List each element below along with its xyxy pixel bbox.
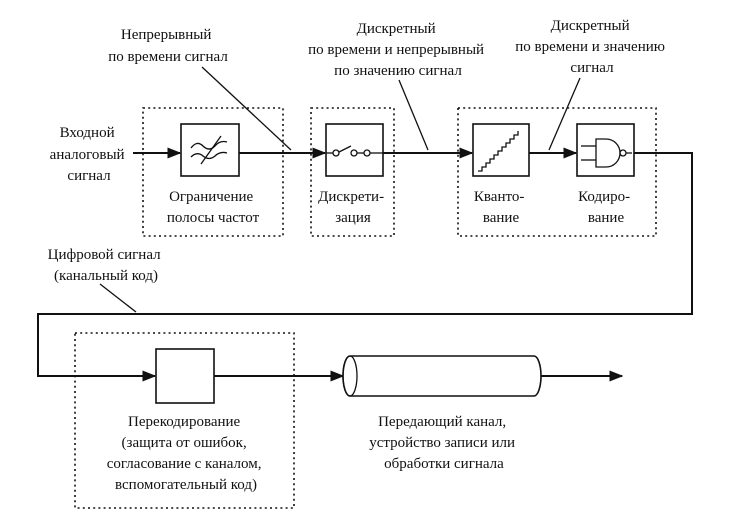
pointer-discrete-time: [398, 79, 429, 151]
sampling-label: Дискрети- зация: [318, 189, 388, 226]
coding-label: Кодиро- вание: [578, 189, 634, 226]
recoding-label: Перекодирование (защита от ошибок, согла…: [107, 414, 266, 493]
quantization-label: Кванто- вание: [474, 189, 528, 226]
logic-gate-icon: [581, 138, 632, 168]
digital-signal-label: Цифровой сигнал (канальный код): [48, 247, 165, 284]
discrete-time-label: Дискретный по времени и непрерывный по з…: [308, 21, 488, 79]
bandlimit-label: Ограничение полосы частот: [167, 189, 260, 226]
bandlimit-group-frame: [142, 107, 284, 237]
pointer-discrete-value: [548, 77, 581, 151]
recoder-block: [155, 348, 215, 404]
channel-cylinder: [342, 355, 542, 397]
filter-icon: [190, 135, 228, 165]
pointer-continuous: [201, 66, 292, 151]
lowpass-filter-block: [180, 123, 240, 177]
coder-block: [576, 123, 635, 177]
continuous-time-label: Непрерывный по времени сигнал: [108, 27, 228, 65]
wire-to-recoder: [37, 152, 693, 382]
sampling-group-frame: [310, 107, 395, 237]
sampler-block: [325, 123, 384, 177]
switch-icon: [326, 145, 383, 157]
discrete-value-label: Дискретный по времени и значению сигнал: [515, 18, 668, 76]
input-signal-label: Входной аналоговый сигнал: [50, 125, 129, 184]
quantizer-block: [472, 123, 530, 177]
quantize-code-group-frame: [457, 107, 657, 237]
pointer-digital: [99, 283, 137, 313]
channel-label: Передающий канал, устройство записи или …: [369, 414, 519, 472]
staircase-icon: [478, 131, 519, 172]
recoding-group-frame: [74, 332, 295, 509]
